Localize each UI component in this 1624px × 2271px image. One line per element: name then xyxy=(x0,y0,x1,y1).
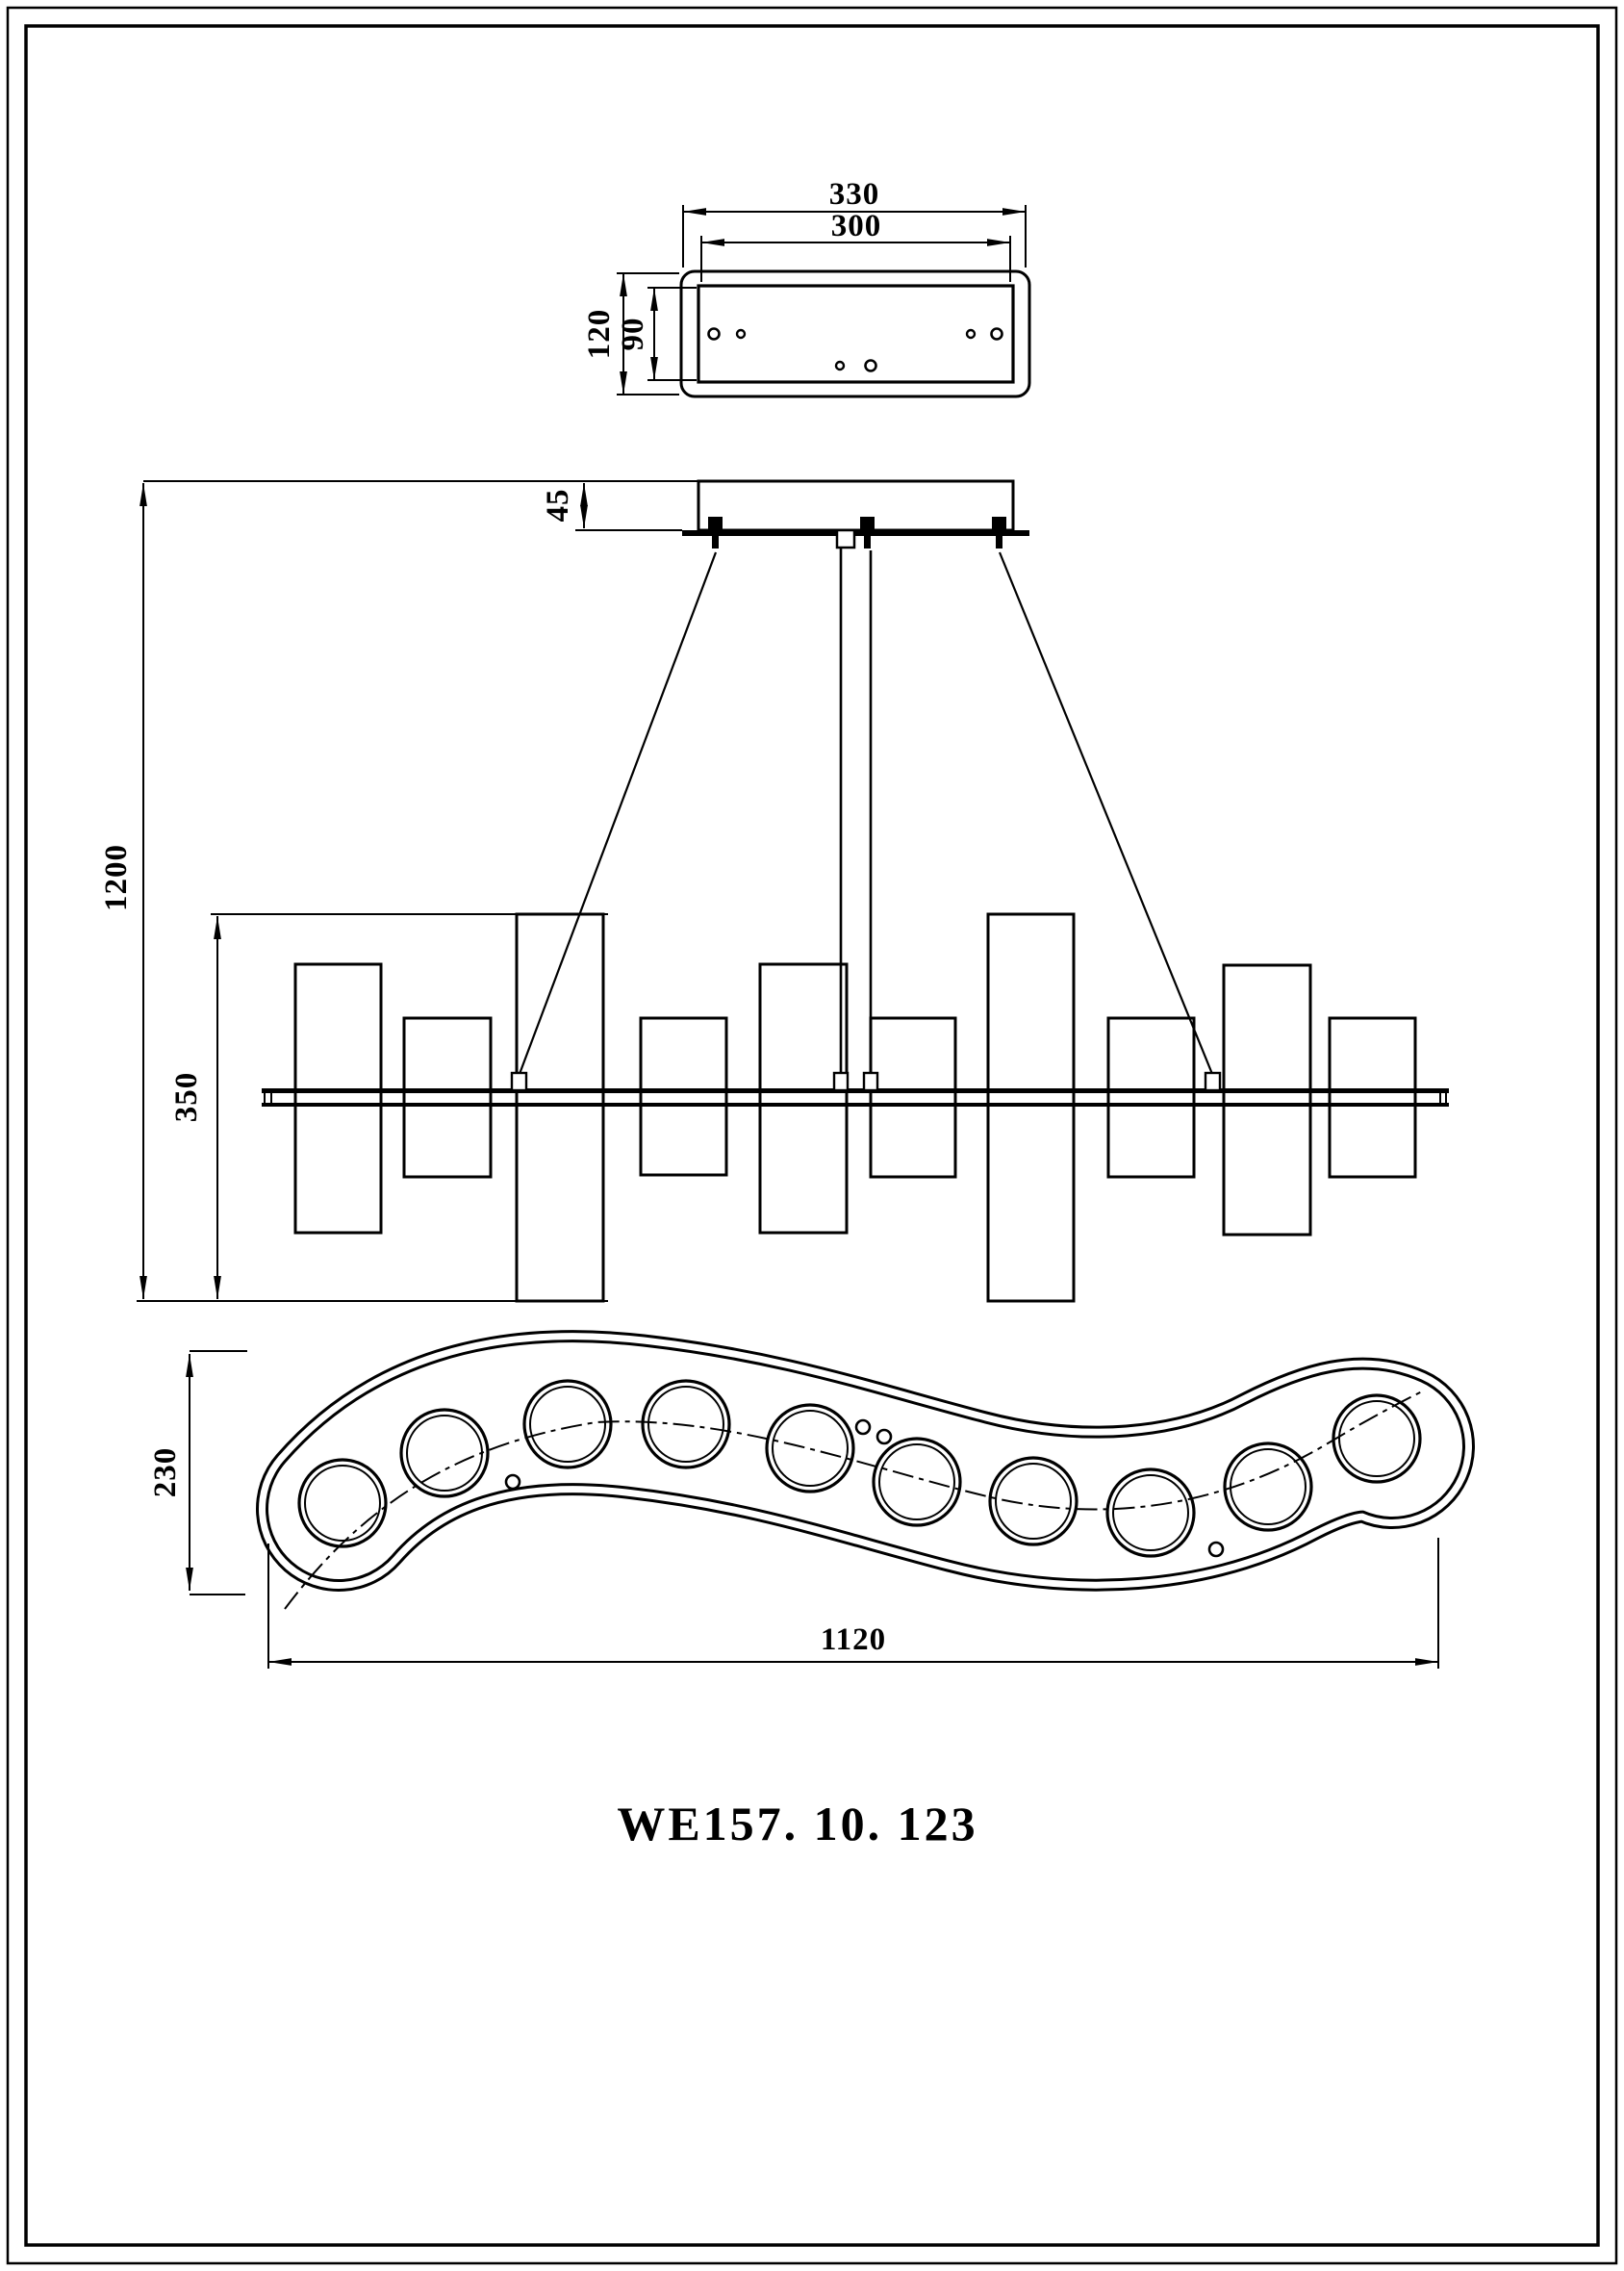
lamp-circle xyxy=(399,1408,490,1498)
canopy-body xyxy=(697,479,1015,532)
wave-centerline xyxy=(284,1391,1423,1610)
lamp-circle xyxy=(765,1403,855,1493)
dim-label-1200: 1200 xyxy=(99,844,134,911)
dim-label-300: 300 xyxy=(831,209,882,243)
lamp-circle xyxy=(297,1458,388,1548)
glass-panel xyxy=(402,1016,493,1179)
lamp-circle xyxy=(988,1456,1078,1546)
front-view-dimensions xyxy=(137,480,698,1302)
rod-holder xyxy=(835,528,856,549)
lamp-circle xyxy=(1223,1442,1313,1532)
cable-fitting xyxy=(992,517,1006,531)
suspension-cable-left xyxy=(518,551,718,1075)
dim-label-90: 90 xyxy=(616,318,650,351)
canopy-base-plate xyxy=(682,530,1029,536)
plate-outer-outline xyxy=(679,269,1031,398)
glass-panels xyxy=(293,912,1417,1303)
screw-hole xyxy=(1207,1541,1225,1558)
dim-label-350: 350 xyxy=(169,1072,204,1123)
cable-gripper xyxy=(862,1071,879,1092)
dim-label-120: 120 xyxy=(582,309,617,360)
dim-label-1120: 1120 xyxy=(821,1622,886,1657)
glass-panel xyxy=(639,1016,728,1177)
top-view-ceiling-plate xyxy=(679,269,1031,398)
screw-hole xyxy=(854,1418,872,1436)
top-view-dimensions xyxy=(617,205,1027,396)
canopy-fittings xyxy=(708,517,1006,549)
glass-panel xyxy=(293,962,383,1235)
dim-label-45: 45 xyxy=(541,489,575,523)
plate-inner-outline xyxy=(697,284,1015,384)
cable-fitting-stem xyxy=(712,536,719,549)
cable-fitting xyxy=(860,517,875,531)
lamp-circles xyxy=(297,1379,1422,1558)
lamp-circle xyxy=(1105,1467,1196,1558)
mount-hole xyxy=(707,327,721,341)
plan-view-dimensions xyxy=(186,1350,1439,1669)
lamp-circle xyxy=(641,1379,731,1469)
mount-hole xyxy=(864,359,877,372)
model-code-title: WE157. 10. 123 xyxy=(617,1797,977,1850)
screw-hole xyxy=(875,1428,893,1445)
cable-grippers xyxy=(510,1071,1222,1092)
dim-label-330: 330 xyxy=(829,177,880,212)
glass-panel xyxy=(986,912,1076,1303)
mount-hole xyxy=(965,328,977,340)
lamp-circle xyxy=(522,1379,613,1469)
glass-panel xyxy=(869,1016,957,1179)
glass-panel xyxy=(1222,963,1312,1237)
cable-gripper xyxy=(832,1071,850,1092)
sheet-outer-border xyxy=(6,6,1618,2265)
glass-panel xyxy=(515,912,605,1303)
glass-panel xyxy=(758,962,849,1235)
glass-panel xyxy=(1106,1016,1196,1179)
mount-hole xyxy=(990,327,1003,341)
cable-gripper xyxy=(1204,1071,1222,1092)
dim-label-230: 230 xyxy=(148,1447,183,1498)
lamp-circle xyxy=(1332,1393,1422,1484)
cable-fitting-stem xyxy=(864,536,871,549)
sheet-inner-border xyxy=(24,24,1600,2247)
cable-fitting-stem xyxy=(996,536,1002,549)
lamp-circle xyxy=(872,1437,962,1527)
glass-panel xyxy=(1328,1016,1417,1179)
plan-view-wave-body xyxy=(284,1379,1423,1610)
front-view xyxy=(262,479,1449,1303)
mount-hole xyxy=(834,360,846,371)
screw-hole xyxy=(504,1473,521,1491)
mount-hole xyxy=(735,328,747,340)
cable-fitting xyxy=(708,517,723,531)
suspension-cable-right xyxy=(998,551,1214,1075)
cable-gripper xyxy=(510,1071,528,1092)
support-bar xyxy=(262,1088,1449,1107)
